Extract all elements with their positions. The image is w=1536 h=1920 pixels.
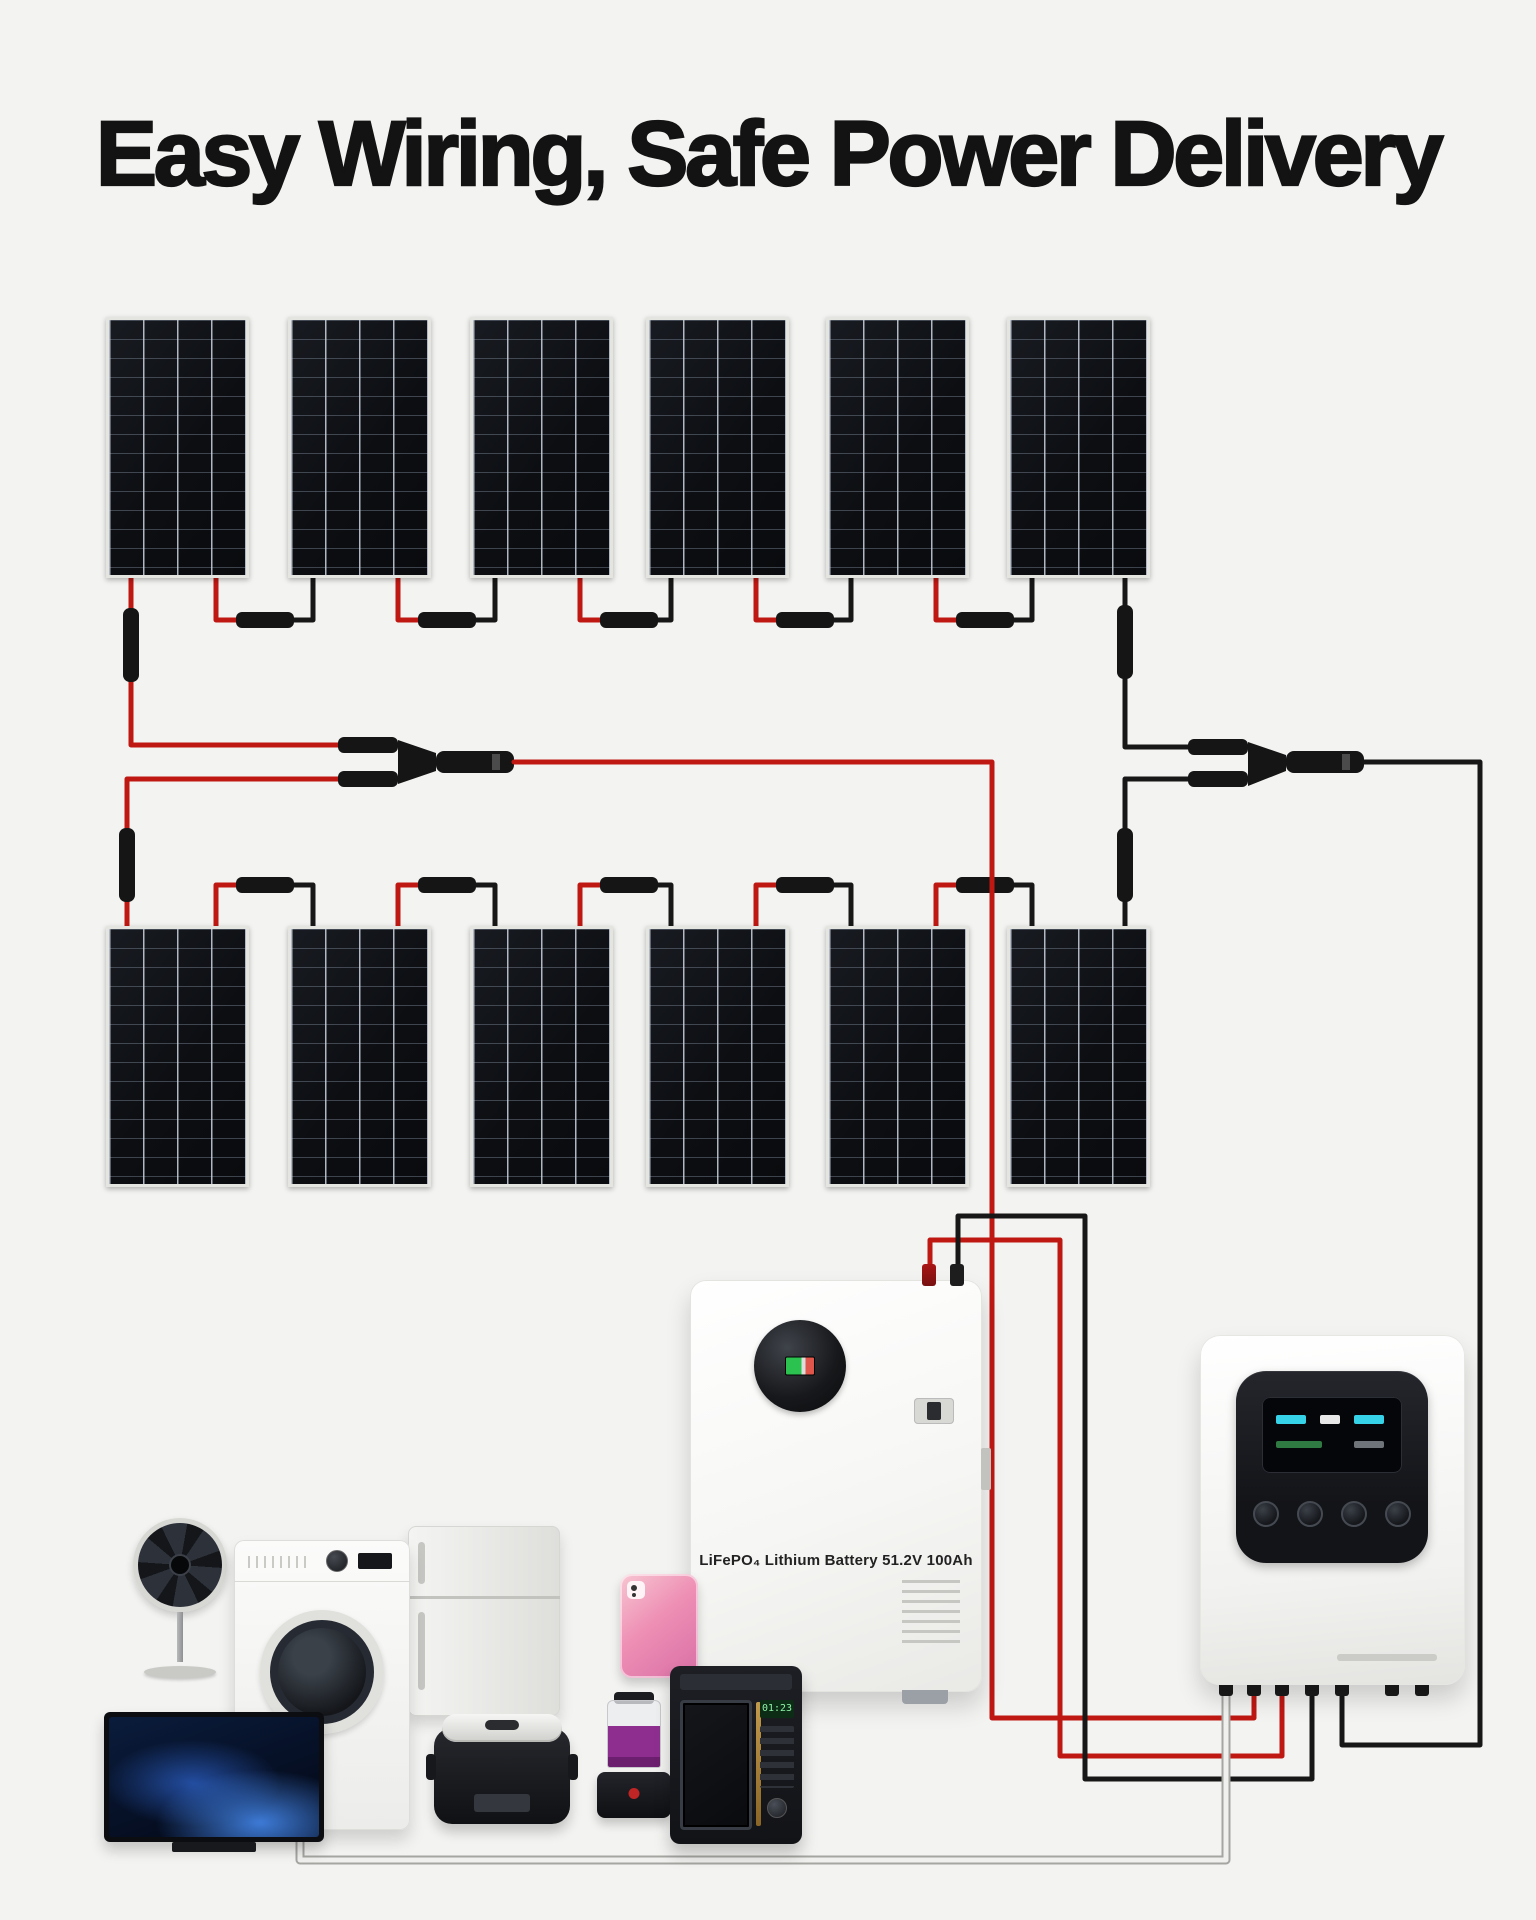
battery-inverter-cables (927, 1213, 1315, 1782)
solar-panel-top (288, 317, 431, 578)
microwave-display: 01:23 (760, 1700, 794, 1718)
tv-screen (109, 1717, 319, 1837)
solar-panel-bottom (470, 926, 613, 1187)
cooker-side-handle (426, 1754, 436, 1780)
solar-panel-bottom (646, 926, 789, 1187)
fridge-handle (418, 1612, 425, 1690)
solar-panel-top (106, 317, 249, 578)
inverter-unit (1200, 1335, 1465, 1685)
fan-pole (177, 1612, 183, 1662)
fan-head (133, 1518, 227, 1612)
solar-panel-bottom (1007, 926, 1150, 1187)
washer-display (358, 1553, 392, 1569)
inverter-screen-readout (1320, 1415, 1340, 1424)
battery-breaker-switch (914, 1398, 954, 1424)
microwave-oven: 01:23 (670, 1666, 802, 1844)
solar-panel-top (826, 317, 969, 578)
inverter-button (1341, 1501, 1367, 1527)
microwave-button-pad (760, 1726, 794, 1788)
battery-label: LiFePO₄ Lithium Battery 51.2V 100Ah (699, 1552, 973, 1569)
microwave-control-panel: 01:23 (760, 1700, 794, 1830)
page-title: Easy Wiring, Safe Power Delivery (95, 102, 1445, 206)
bottom-string-jumpers (213, 877, 1035, 938)
battery-foot (902, 1690, 948, 1704)
inverter-screen-readout (1354, 1441, 1384, 1448)
fridge-door-split (408, 1596, 560, 1599)
solar-panel-bottom (106, 926, 249, 1187)
inverter-screen-readout (1276, 1415, 1306, 1424)
microwave-top-band (680, 1674, 792, 1690)
blender (596, 1692, 672, 1818)
microwave-door-handle (756, 1702, 761, 1826)
inverter-buttons (1236, 1501, 1428, 1527)
blender-knob (628, 1788, 640, 1799)
solar-panel-bottom (826, 926, 969, 1187)
blender-jar (607, 1700, 661, 1768)
rice-cooker (426, 1714, 578, 1824)
solar-panel-top (646, 317, 789, 578)
cooker-control-panel (474, 1794, 530, 1812)
inverter-screen-readout (1276, 1441, 1322, 1448)
standing-fan (128, 1518, 232, 1678)
solar-panel-top (1007, 317, 1150, 578)
y-branch-negative (1188, 739, 1483, 1748)
battery-positive-terminal (922, 1264, 936, 1286)
battery-unit: LiFePO₄ Lithium Battery 51.2V 100Ah (690, 1264, 991, 1704)
battery-logo-circle (754, 1320, 846, 1412)
y-branch-positive (338, 737, 1257, 1721)
inverter-button (1385, 1501, 1411, 1527)
inverter-display-panel (1236, 1371, 1428, 1563)
string-leads (119, 557, 1191, 938)
blender-base (597, 1772, 671, 1818)
washer-panel-markings (248, 1556, 306, 1568)
inverter-screen-readout (1354, 1415, 1384, 1424)
inverter-button (1253, 1501, 1279, 1527)
solar-panel-bottom (288, 926, 431, 1187)
battery-mount-bracket (981, 1448, 991, 1490)
microwave-door (680, 1700, 752, 1830)
battery-negative-terminal (950, 1264, 964, 1286)
battery-vent-grille (902, 1580, 960, 1644)
fan-base (144, 1666, 216, 1678)
television (104, 1712, 324, 1852)
inverter-screen (1262, 1397, 1402, 1473)
inverter-button (1297, 1501, 1323, 1527)
washer-knob (326, 1550, 348, 1572)
tv-stand (172, 1842, 256, 1852)
refrigerator (408, 1526, 560, 1716)
tablet-camera (627, 1581, 645, 1599)
top-string-jumpers (213, 559, 1035, 628)
fridge-handle (418, 1542, 425, 1584)
tablet (620, 1574, 698, 1678)
cooker-lid-handle (485, 1720, 519, 1730)
cooker-side-handle (568, 1754, 578, 1780)
battery-indicator-screen (785, 1356, 815, 1376)
microwave-knob (767, 1798, 787, 1818)
washer-control-panel (234, 1540, 410, 1582)
inverter-brand-text (1337, 1654, 1437, 1661)
solar-panel-top (470, 317, 613, 578)
fan-hub (169, 1554, 191, 1576)
